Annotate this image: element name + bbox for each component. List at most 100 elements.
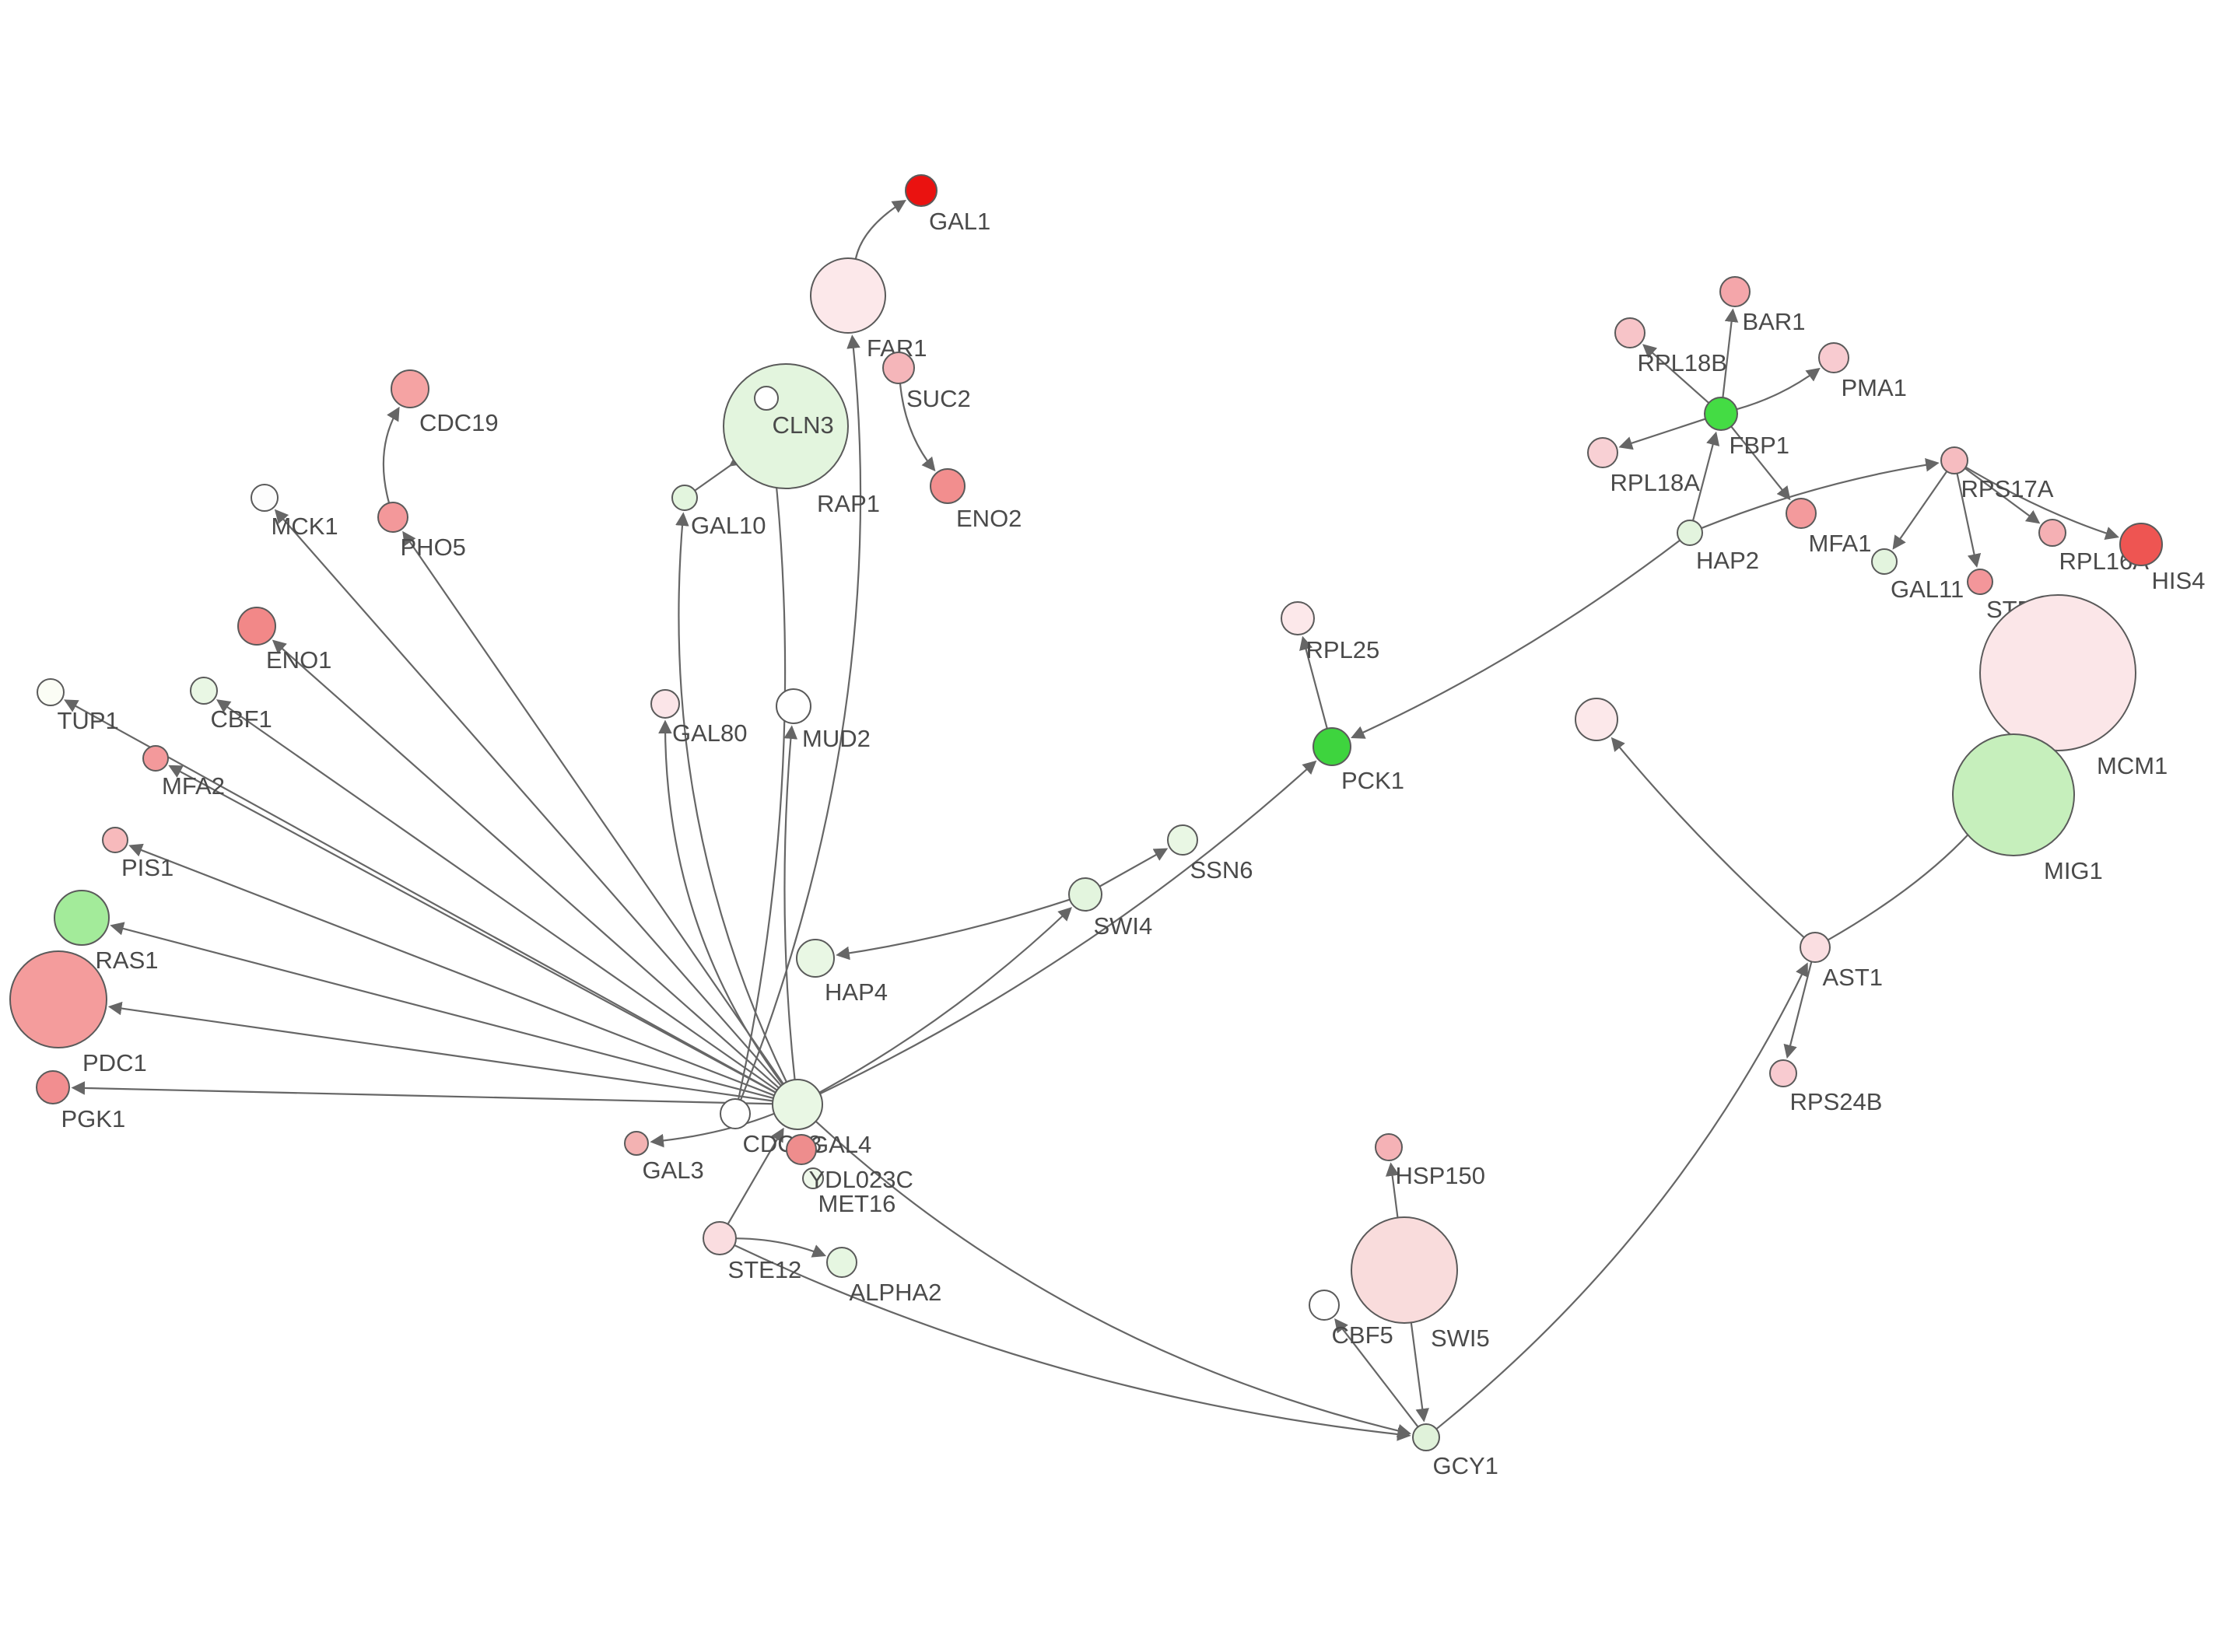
edge-CDC28-CLN3[interactable] [737, 411, 787, 1100]
edge-SWI4-HAP4[interactable] [836, 898, 1071, 961]
node-MFA1[interactable] [1786, 498, 1817, 529]
edge-GAL4-MUD2[interactable] [783, 725, 798, 1080]
edge-GAL10-RAP1[interactable] [694, 453, 745, 492]
node-TUP1[interactable] [37, 678, 65, 706]
node-GAL10[interactable] [671, 485, 698, 511]
edge-RPS17A-HIS4[interactable] [1965, 466, 2119, 541]
node-PDC1[interactable] [9, 950, 107, 1048]
edge-GCY1-AST1[interactable] [1435, 962, 1808, 1430]
edge-AST1-node-unlabeled[interactable] [1610, 737, 1805, 939]
edge-SUC2-ENO2[interactable] [899, 383, 936, 472]
edge-GAL4-PCK1[interactable] [819, 760, 1317, 1095]
edge-FAR1-GAL1[interactable] [854, 199, 906, 260]
node-RPL18A[interactable] [1587, 437, 1618, 468]
node-RPS24B[interactable] [1769, 1059, 1797, 1087]
edge-FBP1-PMA1[interactable] [1736, 367, 1821, 411]
node-GAL11[interactable] [1871, 548, 1898, 575]
edge-GAL4-TUP1[interactable] [64, 699, 776, 1094]
node-PCK1[interactable] [1313, 727, 1351, 766]
node-MIG1[interactable] [1952, 733, 2075, 856]
edge-GAL4-PHO5[interactable] [402, 530, 784, 1085]
node-GAL4[interactable] [772, 1079, 823, 1130]
node-STE2[interactable] [1967, 569, 1993, 595]
node-RAS1[interactable] [54, 890, 110, 946]
node-CBF1[interactable] [190, 677, 218, 705]
node-CLN3[interactable] [754, 386, 779, 411]
node-GAL1[interactable] [905, 174, 938, 207]
edge-SWI4-SSN6[interactable] [1099, 848, 1169, 887]
node-ENO1[interactable] [237, 607, 276, 646]
edge-FBP1-BAR1[interactable] [1722, 308, 1739, 398]
edge-FBP1-RPL18B[interactable] [1642, 344, 1710, 404]
edge-GAL4-PIS1[interactable] [128, 843, 775, 1097]
node-YDL023C[interactable] [786, 1134, 817, 1165]
node-AST1[interactable] [1800, 932, 1831, 963]
node-STE12[interactable] [703, 1221, 737, 1255]
node-SSN6[interactable] [1167, 824, 1198, 856]
edge-HAP2-PCK1[interactable] [1351, 539, 1681, 739]
edge-GAL4-ENO1[interactable] [272, 639, 780, 1089]
node-MCK1[interactable] [251, 484, 279, 512]
edge-CDC28-FAR1[interactable] [739, 334, 862, 1101]
node-HAP4[interactable] [796, 939, 835, 978]
edge-PHO5-CDC19[interactable] [382, 406, 400, 503]
node-CBF5[interactable] [1309, 1290, 1340, 1321]
edge-RPS17A-RPL16A[interactable] [1964, 467, 2041, 524]
edge-STE12-GAL4[interactable] [727, 1127, 784, 1225]
node-FAR1[interactable] [810, 257, 886, 334]
node-GCY1[interactable] [1412, 1423, 1440, 1451]
edge-STE12-ALPHA2[interactable] [735, 1237, 827, 1258]
node-SWI4[interactable] [1068, 877, 1102, 912]
edge-PCK1-RPL25[interactable] [1299, 635, 1328, 730]
node-CDC28[interactable] [720, 1098, 751, 1129]
node-ENO2[interactable] [930, 468, 966, 504]
node-PMA1[interactable] [1818, 342, 1849, 373]
node-PIS1[interactable] [102, 827, 128, 853]
node-GAL3[interactable] [624, 1131, 649, 1156]
edge-HAP2-RPS17A[interactable] [1701, 457, 1940, 530]
node-RPS17A[interactable] [1940, 446, 1968, 474]
node-MFA2[interactable] [142, 745, 169, 772]
node-MUD2[interactable] [776, 688, 811, 724]
edge-RPS17A-STE2[interactable] [1956, 473, 1982, 568]
edge-GAL4-GAL3[interactable] [650, 1112, 775, 1148]
edge-SWI5-HSP150[interactable] [1385, 1162, 1400, 1218]
edge-GAL4-MCK1[interactable] [274, 509, 782, 1087]
edge-GAL4-PDC1[interactable] [107, 1001, 773, 1102]
node-BAR1[interactable] [1719, 276, 1751, 307]
node-HAP2[interactable] [1677, 520, 1703, 546]
node-node-unlabeled[interactable] [1575, 698, 1618, 741]
edge-GAL4-GAL10[interactable] [675, 512, 787, 1083]
node-SWI5[interactable] [1351, 1216, 1458, 1324]
node-SUC2[interactable] [882, 352, 915, 384]
node-RPL18B[interactable] [1614, 317, 1645, 348]
edge-FBP1-MFA1[interactable] [1730, 425, 1791, 501]
edge-HAP2-FBP1[interactable] [1691, 431, 1720, 521]
edge-GAL4-RAS1[interactable] [110, 922, 774, 1099]
node-RPL16A[interactable] [2038, 519, 2066, 547]
node-GAL80[interactable] [650, 689, 680, 719]
edge-SWI5-GCY1[interactable] [1410, 1322, 1429, 1423]
node-HSP150[interactable] [1375, 1133, 1403, 1161]
edge-GCY1-CBF5[interactable] [1334, 1318, 1419, 1428]
edge-GAL4-MFA2[interactable] [168, 765, 776, 1094]
node-PGK1[interactable] [36, 1070, 70, 1104]
edge-STE12-GCY1[interactable] [734, 1244, 1411, 1441]
node-group-PDC1: PDC1 [9, 950, 147, 1076]
edge-GAL4-CBF1[interactable] [216, 699, 778, 1091]
edge-GAL4-GCY1[interactable] [815, 1120, 1412, 1438]
edge-FBP1-RPL18A[interactable] [1618, 418, 1706, 450]
node-CDC19[interactable] [391, 369, 429, 408]
node-PHO5[interactable] [377, 502, 408, 533]
edge-RPS17A-GAL11[interactable] [1892, 471, 1948, 550]
edge-GAL4-GAL80[interactable] [658, 719, 783, 1085]
edge-AST1-RPS24B[interactable] [1783, 961, 1813, 1059]
node-MET16[interactable] [802, 1167, 824, 1189]
node-FBP1[interactable] [1704, 397, 1738, 431]
node-RPL25[interactable] [1281, 601, 1315, 635]
edge-GAL4-PGK1[interactable] [71, 1081, 773, 1105]
node-MCM1[interactable] [1979, 594, 2136, 751]
edge-GAL4-SWI4[interactable] [818, 907, 1072, 1094]
node-HIS4[interactable] [2119, 523, 2163, 566]
node-ALPHA2[interactable] [826, 1247, 857, 1278]
